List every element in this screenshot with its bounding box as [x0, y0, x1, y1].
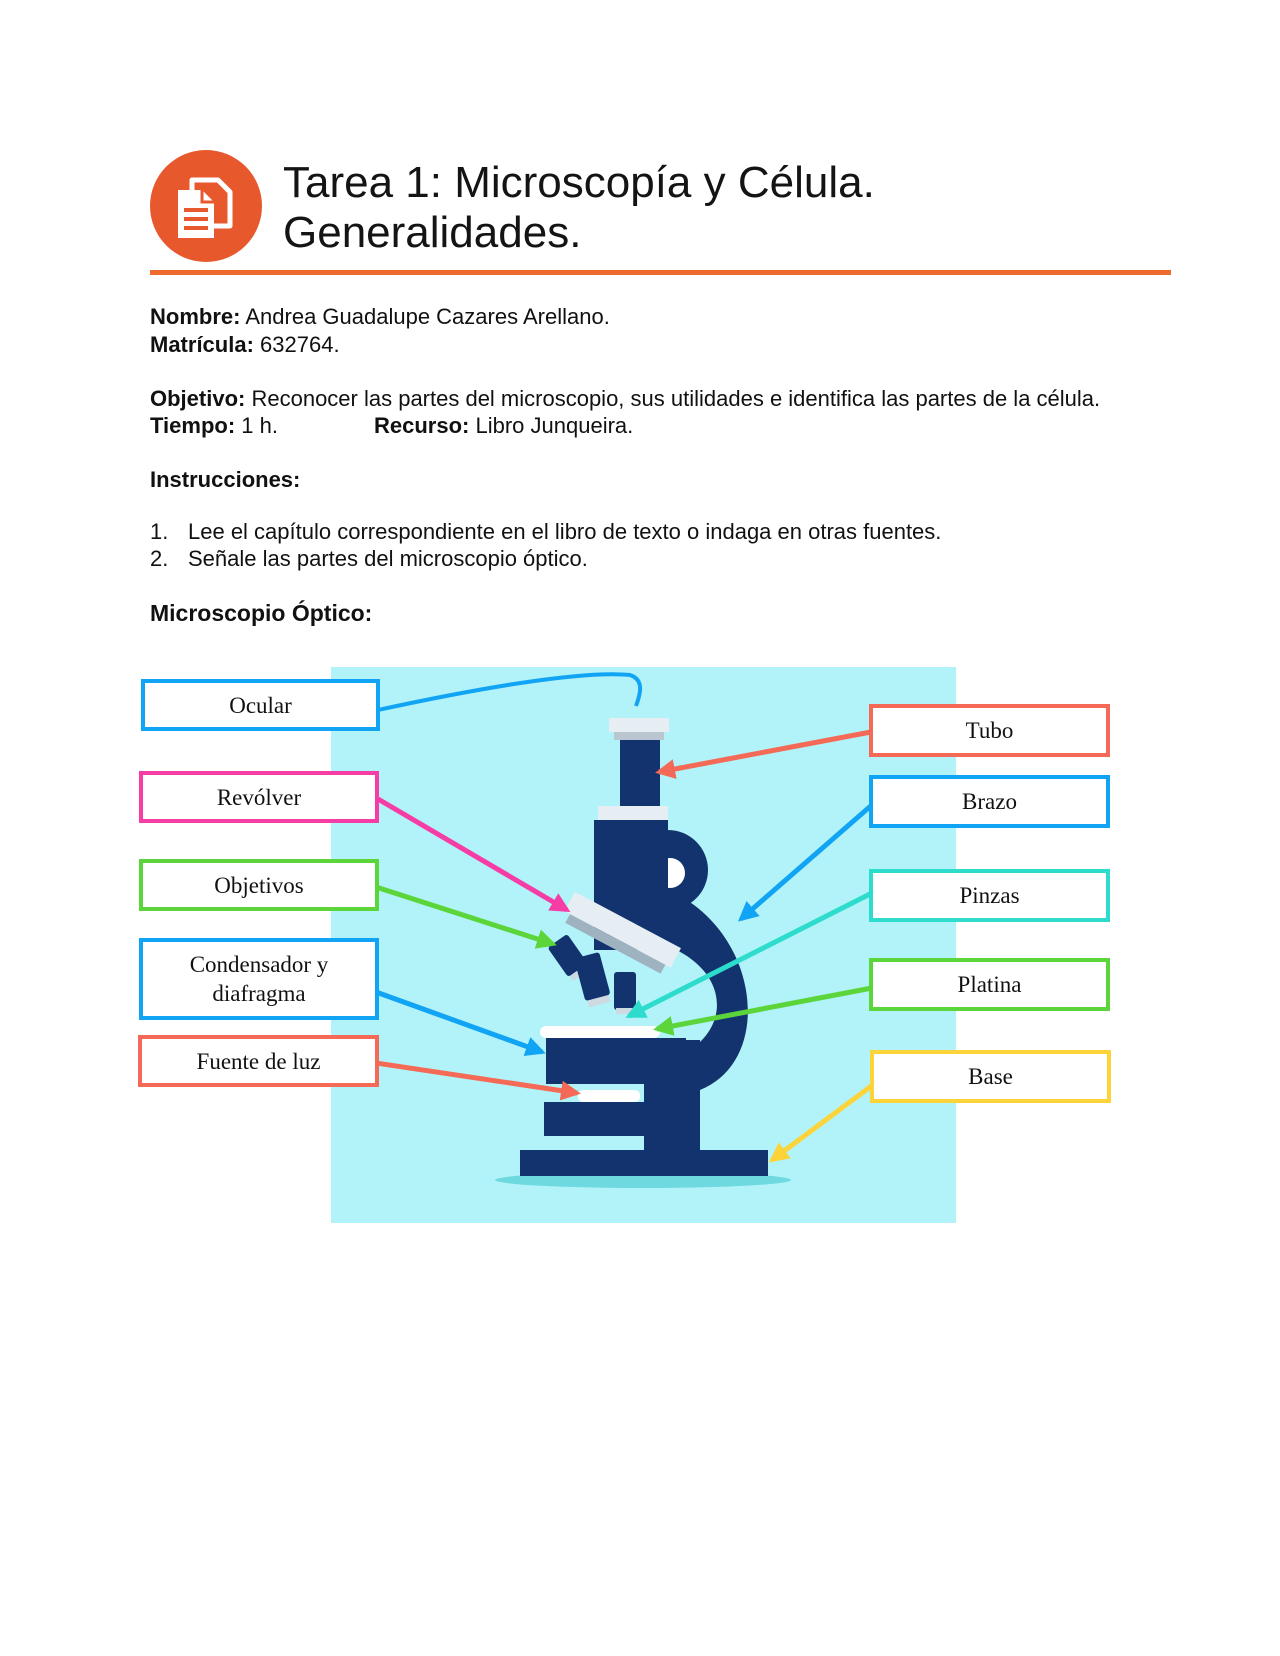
label-objetivos-text: Objetivos	[214, 872, 304, 898]
arrow-condensador	[375, 989, 546, 1056]
eyepiece-ring	[614, 732, 664, 740]
label-base-text: Base	[968, 1064, 1013, 1089]
arrow-revolver	[376, 796, 571, 913]
slide	[540, 1026, 660, 1038]
list-item-number: 1.	[150, 519, 169, 544]
instructions-list: 1. Lee el capítulo correspondiente en el…	[150, 518, 941, 572]
label-tubo: Tubo	[869, 704, 1110, 757]
tiempo-row: Tiempo: 1 h.	[150, 412, 278, 439]
list-item-text: Lee el capítulo correspondiente en el li…	[188, 519, 942, 544]
label-condensador-line-1: Condensador y	[189, 952, 329, 977]
label-brazo: Brazo	[869, 775, 1110, 828]
recurso-value: Libro Junqueira.	[475, 413, 634, 438]
label-revolver: Revólver	[139, 771, 379, 823]
title-divider	[150, 270, 1171, 275]
microscope-tube	[620, 740, 660, 808]
arrow-tubo	[655, 729, 872, 779]
objetivo-value: Reconocer las partes del microscopio, su…	[251, 386, 1101, 411]
label-platina-text: Platina	[957, 972, 1022, 997]
microscope-base	[520, 1150, 768, 1176]
list-item: 1. Lee el capítulo correspondiente en el…	[150, 518, 941, 545]
arrow-ocular	[377, 672, 643, 712]
revolver-group	[564, 891, 681, 974]
title-line-2: Generalidades.	[283, 208, 582, 257]
arrow-brazo	[737, 802, 875, 922]
tiempo-label: Tiempo:	[150, 413, 236, 438]
arrow-fuente	[375, 1060, 581, 1101]
label-platina: Platina	[869, 958, 1110, 1011]
page-title: Tarea 1: Microscopía y Célula. Generalid…	[283, 158, 875, 258]
label-ocular-text: Ocular	[229, 692, 292, 718]
condenser	[546, 1068, 664, 1084]
microscope-stage	[546, 1038, 686, 1068]
title-line-1: Tarea 1: Microscopía y Célula.	[283, 158, 875, 207]
label-pinzas-text: Pinzas	[959, 883, 1020, 908]
microscope-heading: Microscopio Óptico:	[150, 600, 373, 626]
arrow-pinzas	[625, 890, 874, 1019]
recurso-label: Recurso:	[374, 413, 470, 438]
light-source	[578, 1090, 640, 1102]
label-brazo-text: Brazo	[962, 789, 1017, 814]
recurso-row: Recurso: Libro Junqueira.	[374, 412, 633, 439]
nombre-value: Andrea Guadalupe Cazares Arellano.	[245, 304, 610, 329]
label-revolver-text: Revólver	[216, 784, 302, 810]
objective-3	[614, 972, 636, 1010]
list-item: 2. Señale las partes del microscopio ópt…	[150, 545, 941, 572]
nombre-row: Nombre: Andrea Guadalupe Cazares Arellan…	[150, 303, 610, 330]
tube-collar	[598, 806, 668, 820]
objective-3-lens	[616, 1008, 634, 1014]
label-fuente-text: Fuente de luz	[196, 1048, 321, 1074]
arrow-platina	[653, 985, 873, 1036]
microscope-arm	[650, 890, 748, 1090]
matricula-label: Matrícula:	[150, 332, 254, 357]
matricula-value: 632764.	[260, 332, 340, 357]
eyepiece-cap	[609, 718, 669, 732]
arrow-base	[768, 1081, 876, 1163]
label-pinzas: Pinzas	[869, 869, 1110, 922]
light-housing	[544, 1102, 664, 1136]
tiempo-value: 1 h.	[241, 413, 278, 438]
objective-2	[574, 952, 611, 1008]
label-base: Base	[870, 1050, 1111, 1103]
instructions-heading: Instrucciones:	[150, 466, 300, 493]
label-condensador-line-2: diafragma	[212, 981, 306, 1006]
matricula-row: Matrícula: 632764.	[150, 331, 340, 358]
instructions-heading-text: Instrucciones:	[150, 467, 301, 492]
label-condensador: Condensador y diafragma	[139, 938, 379, 1020]
objetivo-label: Objetivo:	[150, 386, 246, 411]
label-fuente-de-luz: Fuente de luz	[138, 1035, 379, 1087]
list-item-text: Señale las partes del microscopio óptico…	[188, 546, 588, 571]
label-tubo-text: Tubo	[965, 718, 1014, 743]
nombre-label: Nombre:	[150, 304, 241, 329]
label-ocular: Ocular	[141, 679, 380, 731]
objetivo-row: Objetivo: Reconocer las partes del micro…	[150, 385, 1100, 412]
label-objetivos: Objetivos	[139, 859, 379, 911]
document-copy-icon	[150, 150, 262, 262]
arrow-objetivos	[375, 884, 557, 949]
list-item-number: 2.	[150, 546, 169, 571]
